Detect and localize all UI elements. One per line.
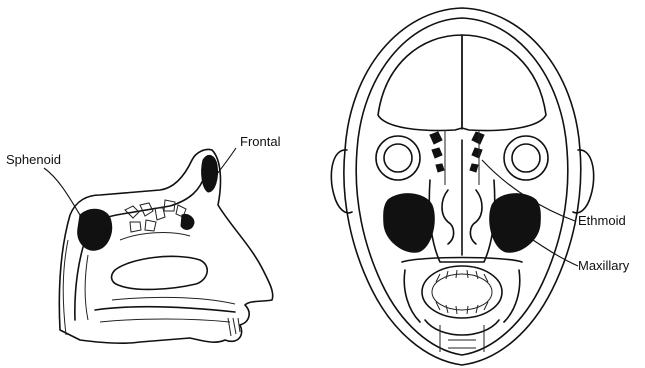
right-orbit xyxy=(504,136,548,180)
frontal-leader xyxy=(214,148,236,178)
frontal-label: Frontal xyxy=(240,134,281,149)
maxillary-sinus-right xyxy=(490,194,541,253)
coronal-view xyxy=(331,8,593,365)
ethmoid-sinus xyxy=(430,130,484,185)
left-ear xyxy=(331,150,352,213)
sphenoid-sinus xyxy=(78,209,112,250)
sphenoid-label: Sphenoid xyxy=(6,152,61,167)
frontal-sinus xyxy=(202,155,218,192)
maxillary-sinus-left xyxy=(384,194,435,253)
ethmoid-label: Ethmoid xyxy=(578,213,626,228)
sagittal-view xyxy=(59,149,272,343)
maxillary-label: Maxillary xyxy=(578,258,630,273)
left-orbit xyxy=(376,136,420,180)
ethmoid-cells-sagittal xyxy=(125,200,194,232)
right-ear xyxy=(573,150,594,213)
